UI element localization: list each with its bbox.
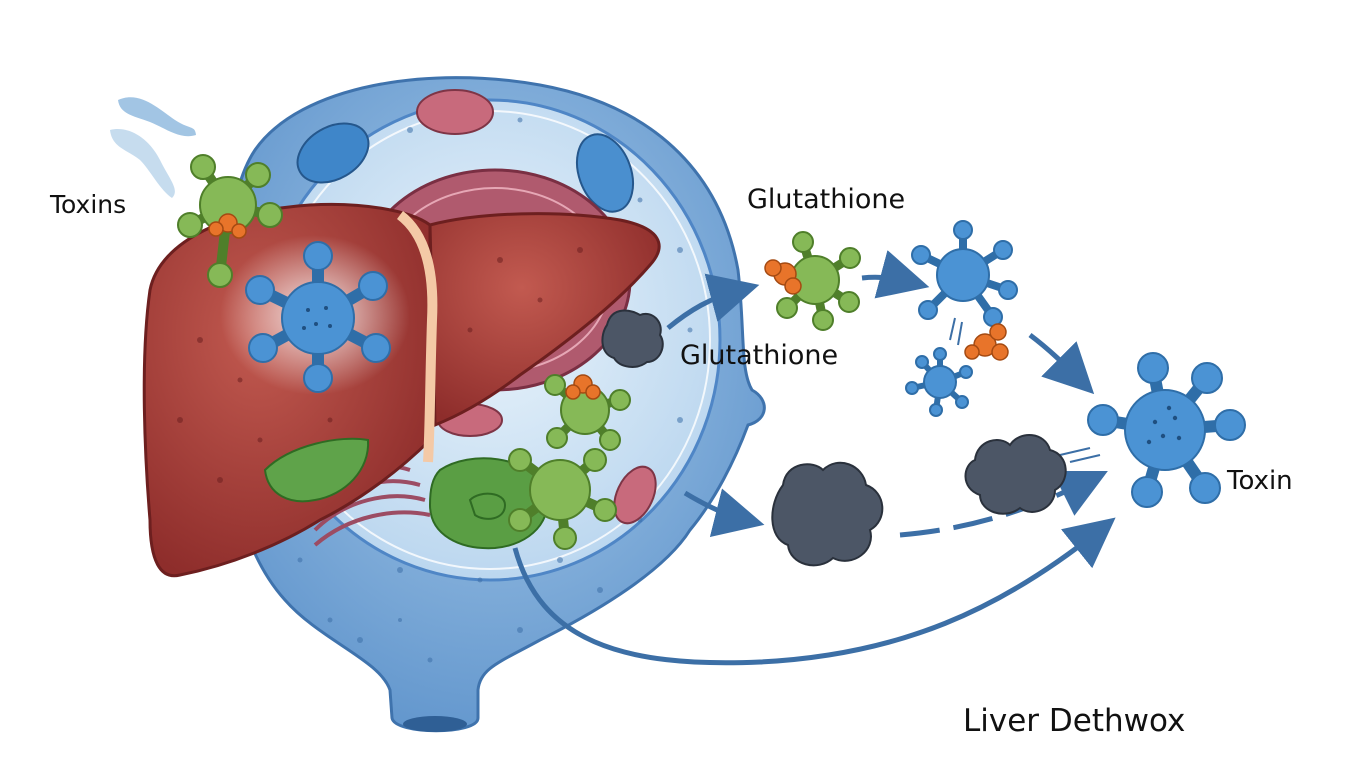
vesicle-blue-left: [296, 122, 370, 184]
cell-opening: [403, 716, 467, 732]
metabolite-icon: [964, 434, 1067, 515]
conjugated-fragment-icon: [964, 323, 1009, 361]
liver-ligament: [396, 211, 438, 463]
toxin-molecule-icon: [911, 220, 1018, 327]
arrow-cell-to-glutathione: [666, 273, 760, 330]
glutathione-molecule-icon: [508, 448, 617, 550]
metabolite-icon: [771, 461, 884, 567]
glutathione-molecule-icon: [544, 374, 631, 451]
toxin-molecule-icon: [905, 347, 973, 417]
label-toxins: Toxins: [50, 190, 127, 219]
mitochondrion-top: [416, 89, 494, 135]
liver-right-lobe: [428, 212, 661, 428]
diagram-title: Liver Dethwox: [963, 703, 1186, 739]
arrow-cell-to-toxin-long: [512, 517, 1116, 666]
arrow-cell-to-metabolite: [683, 488, 765, 537]
gallbladder-icon: [263, 437, 370, 503]
vesicle-red-right: [613, 465, 657, 525]
glutathione-molecule-icon: [764, 231, 861, 331]
toxin-molecule-icon: [1087, 352, 1246, 508]
vesicle-blue-right: [575, 133, 635, 213]
glutathione-molecule-icon: [177, 154, 283, 288]
arrow-glutathione-to-conjugate: [861, 250, 930, 299]
label-toxin: Toxin: [1227, 466, 1293, 496]
metabolite-icon: [601, 309, 664, 368]
toxin-molecule-icon: [245, 241, 391, 393]
arrow-conjugate-to-toxin: [1028, 333, 1095, 395]
label-glutathione-top: Glutathione: [747, 184, 906, 215]
label-glutathione-mid: Glutathione: [680, 340, 839, 371]
toxin-smoke-icon: [110, 97, 196, 198]
arrow-metabolite-to-toxin: [899, 471, 1108, 538]
